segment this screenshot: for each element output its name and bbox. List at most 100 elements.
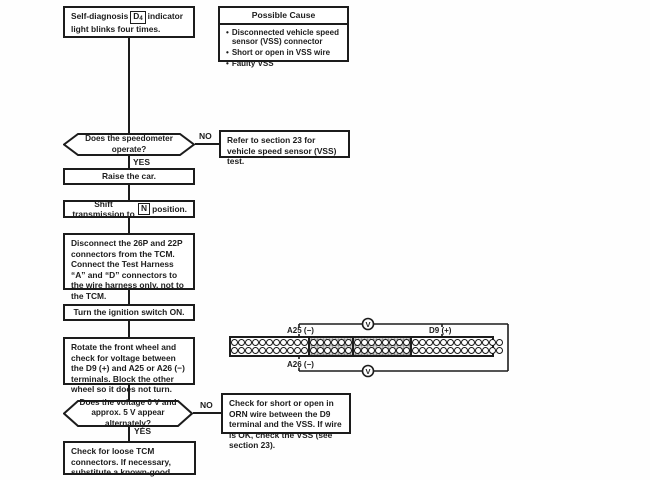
connector-segment-3 — [352, 338, 410, 355]
connector-pin-row — [354, 339, 410, 346]
connector-pin-row — [231, 347, 308, 354]
flow-line — [127, 185, 130, 200]
connector-pin-row — [310, 339, 352, 346]
flow-line — [127, 38, 130, 133]
connector-pin — [419, 339, 426, 346]
connector-pin — [426, 347, 433, 354]
connector-pin — [368, 339, 375, 346]
connector-pin — [245, 339, 252, 346]
connector-strip — [229, 336, 503, 357]
connector-pin — [354, 347, 361, 354]
flow-line — [127, 385, 130, 400]
connector-pin — [396, 339, 403, 346]
hexagon-shape — [63, 400, 193, 427]
connector-pin — [301, 347, 308, 354]
connector-pin — [461, 347, 468, 354]
connector-pin-row — [412, 347, 503, 354]
possible-cause-box: Possible Cause •Disconnected vehicle spe… — [218, 6, 349, 68]
connector-pin — [489, 339, 496, 346]
decision-speedometer-text: Does the speedometer operate? — [85, 134, 173, 154]
connector-pin — [361, 347, 368, 354]
connector-pin — [361, 339, 368, 346]
connector-pin — [317, 339, 324, 346]
no-label: NO — [199, 131, 212, 141]
ignition-on-box: Turn the ignition switch ON. — [63, 304, 195, 321]
connector-pin — [454, 339, 461, 346]
connector-pin — [419, 347, 426, 354]
connector-pin — [324, 347, 331, 354]
decision-voltage: Does the voltage 0 V and approx. 5 V app… — [63, 398, 193, 428]
decision-speedometer: Does the speedometer operate? — [63, 133, 195, 156]
connector-pin — [266, 339, 273, 346]
final-check-tcm-box: Check for loose TCM connectors. If neces… — [63, 441, 196, 480]
connector-pin — [447, 339, 454, 346]
connector-pin — [426, 339, 433, 346]
connector-pin — [403, 339, 410, 346]
connector-pin — [368, 347, 375, 354]
voltmeter-bottom: V — [361, 364, 375, 378]
possible-cause-title: Possible Cause — [220, 8, 347, 25]
bullet-icon: • — [226, 27, 229, 37]
connector-pin — [231, 347, 238, 354]
flow-line — [127, 321, 130, 337]
disconnect-tcm-box: Disconnect the 26P and 22P connectors fr… — [63, 233, 195, 301]
bullet-icon: • — [226, 47, 229, 57]
possible-cause-item: •Faulty VSS — [226, 59, 343, 69]
start-text-post: indicator light blinks four times. — [71, 11, 184, 34]
connector-pin — [338, 347, 345, 354]
possible-cause-text: Disconnected vehicle speed sensor (VSS) … — [231, 27, 339, 47]
yes-label: YES — [134, 426, 152, 436]
connector-pin — [238, 339, 245, 346]
connector-pin — [294, 347, 301, 354]
flow-line — [193, 412, 221, 414]
d4-subscript: 4 — [139, 16, 143, 22]
voltmeter-symbol: V — [365, 320, 370, 329]
no-label: NO — [200, 400, 213, 410]
connector-pin — [259, 347, 266, 354]
connector-pin — [280, 339, 287, 346]
connector-pin — [475, 339, 482, 346]
connector-segment-2 — [308, 338, 352, 355]
connector-pin — [310, 339, 317, 346]
connector-pin — [396, 347, 403, 354]
connector-pin — [382, 347, 389, 354]
shift-text-post: position. — [152, 203, 187, 214]
connector-pin — [461, 339, 468, 346]
possible-cause-list: •Disconnected vehicle speed sensor (VSS)… — [226, 28, 343, 68]
flow-line — [127, 156, 130, 168]
voltmeter-wiring: V V — [298, 317, 509, 378]
connector-pin-row — [310, 347, 352, 354]
connector-pin — [440, 339, 447, 346]
connector-pin — [496, 339, 503, 346]
connector-pin — [287, 347, 294, 354]
possible-cause-text: Faulty VSS — [231, 58, 274, 68]
connector-pin — [482, 347, 489, 354]
shift-text-pre: Shift transmission to — [72, 198, 135, 220]
connector-pin-row — [412, 339, 503, 346]
connector-pin — [280, 347, 287, 354]
flow-line — [127, 218, 130, 233]
connector-pin — [433, 347, 440, 354]
check-orn-wire-box: Check for short or open in ORN wire betw… — [221, 393, 351, 450]
connector-pin — [331, 339, 338, 346]
connector-pin — [382, 339, 389, 346]
start-text-pre: Self-diagnosis — [71, 11, 129, 21]
connector-pin — [231, 339, 238, 346]
decision-voltage-text: Does the voltage 0 V and approx. 5 V app… — [79, 398, 177, 428]
terminal-label-d9: D9 (+) — [429, 326, 452, 335]
connector-pin — [354, 339, 361, 346]
connector-pin — [259, 339, 266, 346]
possible-cause-text: Short or open in VSS wire — [231, 47, 331, 57]
voltmeter-symbol: V — [365, 367, 370, 376]
hexagon-shape — [63, 133, 195, 156]
connector-pin — [468, 339, 475, 346]
connector-pin — [252, 347, 259, 354]
connector-pin — [331, 347, 338, 354]
connector-pin — [475, 347, 482, 354]
yes-label: YES — [133, 157, 151, 167]
flow-line — [127, 427, 130, 441]
connector-pin — [345, 339, 352, 346]
connector-pin — [433, 339, 440, 346]
neutral-key: N — [138, 203, 151, 215]
connector-pin — [273, 339, 280, 346]
